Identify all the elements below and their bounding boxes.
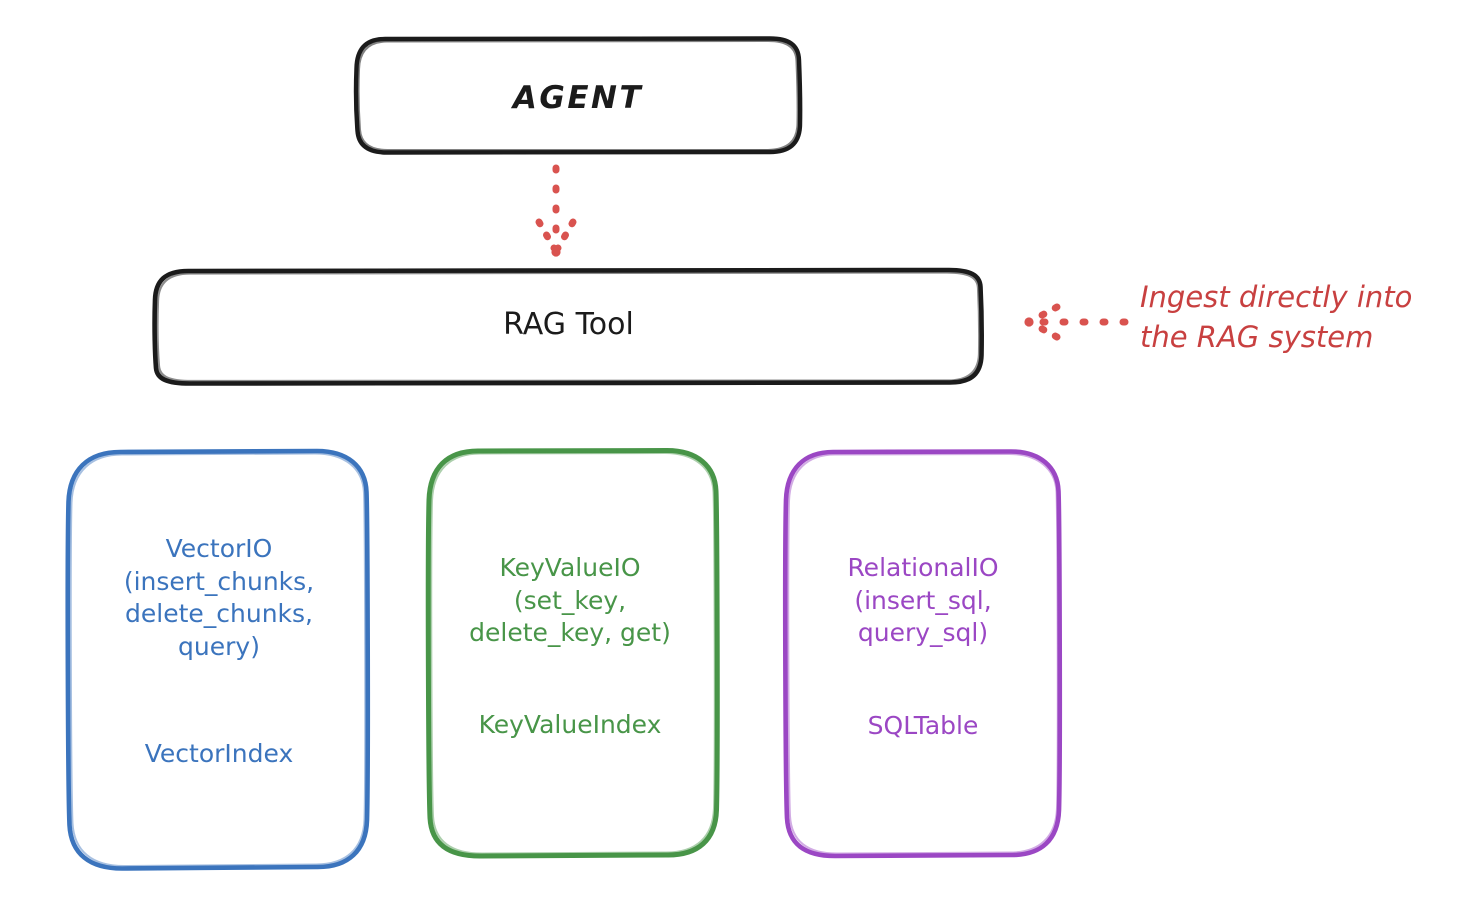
arrowhead-left [535, 218, 558, 252]
ingest-annotation-label: Ingest directly into the RAG system [1140, 280, 1413, 355]
ingest-arrowhead-upper [1029, 303, 1061, 324]
key-value-io-api-label: KeyValueIO (set_key, delete_key, get) [469, 553, 671, 647]
relational-io-node[interactable] [782, 449, 1063, 859]
agent-box-outline [353, 36, 803, 155]
relational-io-box-sketch [787, 453, 1059, 855]
key-value-io-box-outline [425, 448, 720, 859]
rag-tool-node[interactable] [152, 267, 984, 386]
arrowhead-right [554, 218, 577, 252]
vector-io-box-sketch [69, 452, 367, 867]
agent-box-sketch [357, 39, 799, 152]
ingest-arrowhead-tip [1024, 317, 1034, 327]
edge-ingest-to-rag-tool [1024, 303, 1129, 341]
vector-io-api-label: VectorIO (insert_chunks, delete_chunks, … [123, 534, 315, 661]
relational-io-api-label: RelationalIO (insert_sql, query_sql) [847, 553, 999, 647]
key-value-io-index-label: KeyValueIndex [478, 710, 662, 739]
rag-tool-box-sketch [156, 271, 981, 383]
relational-io-box-outline [782, 449, 1063, 859]
vector-io-node[interactable] [65, 448, 371, 871]
rag-tool-box-outline [152, 267, 984, 386]
relational-io-index-label: SQLTable [867, 711, 979, 740]
key-value-io-node[interactable] [425, 448, 720, 859]
ingest-arrowhead-lower [1029, 320, 1061, 341]
arrowhead-tip [551, 247, 561, 257]
vector-io-index-label: VectorIndex [144, 739, 294, 768]
agent-node[interactable] [353, 36, 803, 155]
key-value-io-box-sketch [430, 452, 716, 855]
vector-io-box-outline [65, 448, 371, 871]
edge-agent-to-rag-tool [535, 164, 577, 257]
